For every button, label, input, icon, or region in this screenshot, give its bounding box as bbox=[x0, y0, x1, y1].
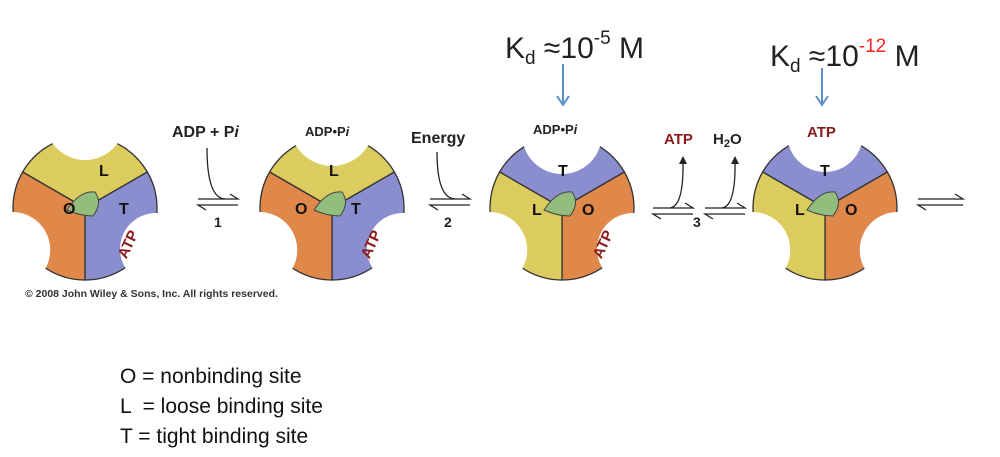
rotor3-adp-pi-label: ADP•Pi bbox=[533, 122, 578, 137]
rotor-1 bbox=[12, 135, 158, 281]
forward-arrow bbox=[705, 202, 748, 209]
subunit-right bbox=[84, 171, 158, 281]
step1-reactant: ADP + Pi bbox=[172, 124, 239, 141]
step3-water: H2O bbox=[713, 131, 742, 150]
equilibrium-arrow-1 bbox=[195, 193, 241, 211]
atp-release-arrow bbox=[669, 159, 684, 209]
rotor4-right-site: O bbox=[845, 202, 858, 219]
rotor3-top-site: T bbox=[558, 163, 568, 180]
kd-loose-label: Kd ≈10-5 M bbox=[505, 28, 644, 69]
step2-number: 2 bbox=[444, 214, 452, 230]
subunit-left bbox=[259, 171, 333, 281]
legend-loose: L = loose binding site bbox=[120, 395, 323, 418]
rotor3-right-site: O bbox=[582, 202, 595, 219]
substrate-input-arrow bbox=[206, 147, 226, 200]
rotor2-right-site: T bbox=[351, 201, 361, 218]
rotor1-top-site: L bbox=[99, 163, 109, 180]
subunit-right bbox=[561, 171, 635, 281]
rotor3-left-site: L bbox=[532, 202, 542, 219]
kd-arrowhead bbox=[556, 95, 570, 107]
equilibrium-arrow-3a bbox=[650, 202, 696, 220]
subunit-right bbox=[331, 171, 405, 281]
subunit-left bbox=[752, 171, 826, 281]
step3-number: 3 bbox=[693, 214, 701, 230]
forward-arrow bbox=[918, 193, 966, 200]
rotor-4 bbox=[752, 135, 898, 281]
rotor-2 bbox=[259, 135, 405, 281]
legend-tight: T = tight binding site bbox=[120, 425, 309, 448]
reverse-arrow bbox=[427, 204, 470, 211]
equilibrium-arrow-2 bbox=[427, 193, 473, 211]
arrowhead bbox=[731, 156, 739, 164]
legend-nonbinding: O = nonbinding site bbox=[120, 365, 302, 388]
forward-arrow bbox=[198, 193, 241, 200]
gamma-shaft bbox=[806, 191, 839, 217]
step2-energy: Energy bbox=[411, 130, 466, 147]
subunit-left bbox=[12, 171, 86, 281]
gamma-shaft bbox=[543, 191, 576, 217]
reverse-arrow bbox=[195, 204, 238, 211]
water-release-arrow bbox=[721, 159, 736, 209]
rotor4-top-site: T bbox=[820, 163, 830, 180]
subunit-right bbox=[824, 171, 898, 281]
reverse-arrow bbox=[650, 213, 693, 220]
subunit-left bbox=[489, 171, 563, 281]
step3-atp-product: ATP bbox=[664, 131, 693, 148]
gamma-shaft bbox=[66, 191, 99, 217]
rotor2-left-site: O bbox=[295, 201, 308, 218]
copyright-notice: © 2008 John Wiley & Sons, Inc. All right… bbox=[25, 288, 278, 300]
equilibrium-arrow-4 bbox=[915, 193, 966, 211]
rotor1-left-site: O bbox=[63, 201, 76, 218]
kd-arrowhead bbox=[815, 95, 829, 107]
rotor2-top-site: L bbox=[329, 163, 339, 180]
rotor-3 bbox=[489, 135, 635, 281]
reverse-arrow bbox=[702, 213, 745, 220]
kd-tight-label: Kd ≈10-12 M bbox=[770, 36, 920, 77]
rotor2-adp-pi-label: ADP•Pi bbox=[305, 124, 350, 139]
forward-arrow bbox=[430, 193, 473, 200]
rotor4-left-site: L bbox=[795, 202, 805, 219]
forward-arrow bbox=[653, 202, 696, 209]
reverse-arrow bbox=[915, 204, 963, 211]
rotor1-right-site: T bbox=[119, 201, 129, 218]
gamma-shaft bbox=[313, 191, 346, 217]
equilibrium-arrow-3b bbox=[702, 202, 748, 220]
rotor4-atp-label: ATP bbox=[807, 124, 836, 141]
energy-input-arrow bbox=[436, 151, 456, 200]
step1-number: 1 bbox=[214, 214, 222, 230]
arrowhead bbox=[679, 156, 687, 164]
